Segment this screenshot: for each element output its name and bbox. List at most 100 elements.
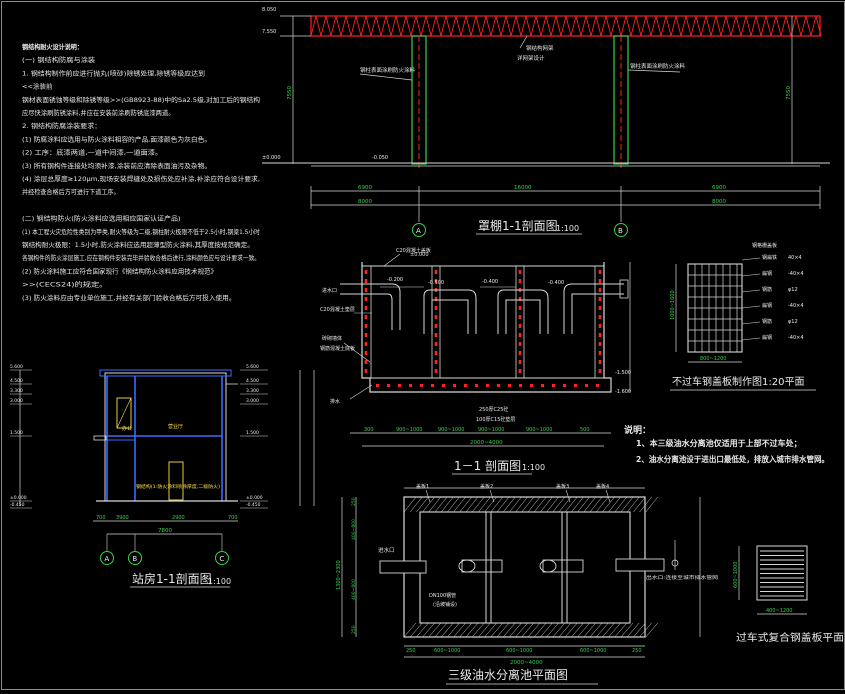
station-dim: 700 xyxy=(96,515,106,521)
note-line: 钢结构耐火设计说明： xyxy=(22,42,83,51)
station-elev-left: 1.500 xyxy=(10,430,23,436)
plan-left-dim: 250 xyxy=(351,497,357,506)
note-line: (1) 本工程火灾危险性类别为甲类,耐火等级为二级,钢柱耐火极限不低于2.5小时… xyxy=(22,227,261,236)
tank-dim: 500 xyxy=(580,427,590,433)
note-line: (1) 防腐涂料应选用与防火涂料相容的产品,面漆颜色为灰白色。 xyxy=(22,134,211,143)
outlet-flange xyxy=(619,279,629,299)
cover-label: 扁钢 xyxy=(762,270,772,277)
car-dim-w: 400~1200 xyxy=(766,608,792,614)
tank-elev-1: ±0.000 xyxy=(410,252,429,258)
canopy-annot-left: 钢柱表面涂刷防火涂料 xyxy=(360,66,416,74)
car-dim-h: 600~1000 xyxy=(733,562,739,588)
station-elev-right: 5.600 xyxy=(246,364,259,370)
tank-elev-2: -0.200 xyxy=(387,277,403,283)
note-line: <<涂装前 xyxy=(22,82,53,91)
plan-inlet: 进水口 xyxy=(378,546,395,554)
station-elev-left: 3.300 xyxy=(10,388,23,394)
cover-title: 不过车钢盖板制作图1:20平面 xyxy=(672,375,804,388)
remarks-item-2: 2、油水分离池设于进出口最低处，排放入城市排水管网。 xyxy=(636,454,829,464)
cover-leader xyxy=(383,253,401,267)
station-elev-left: ±0.000 xyxy=(10,495,27,501)
cover-spec: φ12 xyxy=(788,287,798,293)
canopy-dim-h2: 7550 xyxy=(786,86,792,100)
tank-elev-5: -0.400 xyxy=(548,280,564,286)
note-line: 钢材表面锈蚀等级和除锈等级>>(GB8923-88)中的Sa2.5级,对加工后的… xyxy=(22,95,260,104)
station-elev-left: 3.000 xyxy=(10,398,23,404)
station-elev-right: ±0.000 xyxy=(246,495,263,501)
station-dim: 2900 xyxy=(172,515,185,521)
canopy-axis-a-bubble xyxy=(412,223,426,237)
note-line: 2. 钢结构防腐涂装要求： xyxy=(22,121,101,130)
tank-elev-4: -0.500 xyxy=(428,280,444,286)
base-leader xyxy=(343,342,371,363)
plan-lid-label: 盖板3 xyxy=(556,483,569,490)
plan-dim-total: 2000~4000 xyxy=(510,660,543,666)
station-axis-label: A xyxy=(104,555,109,563)
cover-spec: -40×4 xyxy=(788,271,804,277)
cover-label: 钢筋 xyxy=(762,286,772,293)
tank-section-scale: 1:100 xyxy=(522,463,545,472)
station-elev-left: 5.600 xyxy=(10,364,23,370)
plan-outlet-note: 出水口:连接至城市排水管网 xyxy=(646,574,719,581)
plan-lid-label: 盖板4 xyxy=(596,483,609,490)
plan-title: 三级油水分离池平面图 xyxy=(448,667,568,682)
tank-label-cushion2: 100厚C15砼垫层 xyxy=(476,416,515,423)
canopy-elev-zero: ±0.000 xyxy=(262,155,281,161)
plan-left-dim: 400~800 xyxy=(351,519,357,540)
u-pipe-1 xyxy=(423,289,477,334)
note-line: (2) 工序：底漆两道,一道中间漆,一道面漆。 xyxy=(22,148,162,157)
note-line: >>(CECS24)的规定。 xyxy=(22,280,107,289)
tank-label-cover: C20混凝土盖板 xyxy=(396,247,431,254)
note-line: (一) 钢结构防腐与涂装 xyxy=(22,55,96,64)
tank-dim: 900~1000 xyxy=(396,427,422,433)
canopy-elev-eave: 7.550 xyxy=(262,29,276,35)
plan-left-dim: 400~800 xyxy=(351,579,357,600)
cover-label: 扁钢 xyxy=(762,302,772,309)
plan-lid-label: 盖板2 xyxy=(480,483,493,490)
cover-spec: -40×4 xyxy=(788,335,804,341)
station-elev-right: 4.500 xyxy=(246,378,259,384)
station-room-2: 营业厅 xyxy=(168,423,183,430)
station-canopy-stub xyxy=(93,435,107,441)
station-room-1: 办公 xyxy=(122,425,132,432)
tank-label-cushion: C20混凝土垫层 xyxy=(320,306,355,313)
u-pipe-2 xyxy=(497,289,549,334)
station-elev-right: 1.500 xyxy=(246,430,259,436)
plan-dim: 600~1000 xyxy=(580,648,606,654)
tank-label-slab: 250厚C25砼 xyxy=(479,406,508,413)
plan-pipe-2 xyxy=(539,559,557,573)
canopy-axis-b: B xyxy=(618,227,623,235)
canopy-dim-right-cant: 6900 xyxy=(712,185,726,191)
tank-elev-7: -1.600 xyxy=(615,389,631,395)
note-line: 各钢构件的防火涂层施工,应在钢构件安装完毕并验收合格后进行,涂料颜色应与设计要求… xyxy=(22,253,260,262)
station-elev-left: -0.450 xyxy=(10,502,25,508)
canopy-dim-right: 8000 xyxy=(712,199,726,205)
tank-dim: 300 xyxy=(364,427,374,433)
floor-leader xyxy=(349,384,373,400)
canopy-dim-left-cant: 6900 xyxy=(358,185,372,191)
plan-outlet-pipe xyxy=(615,558,665,572)
station-elev-right: 3.000 xyxy=(246,398,259,404)
cover-grate-bars xyxy=(688,264,742,352)
station-window xyxy=(116,397,132,429)
plan-dim: 600~1000 xyxy=(506,648,532,654)
plan-lid-label: 盖板1 xyxy=(416,483,429,490)
plan-pipe-1 xyxy=(458,559,476,573)
cover-label: 钢筋 xyxy=(762,318,772,325)
cover-spec: φ12 xyxy=(788,319,798,325)
tank-elev-6: -1.500 xyxy=(615,370,631,376)
note-line: (3) 所有钢构件连接处均须补漆,涂装前应清除表面油污及杂物。 xyxy=(22,161,211,170)
tank-partition-2 xyxy=(515,265,525,379)
plan-lid-labels: 盖板1 盖板2 盖板3 盖板4 xyxy=(416,483,611,503)
station-axis-label: C xyxy=(219,555,224,563)
station-outline xyxy=(104,372,227,502)
canopy-section: 8.050 7.550 ±0.000 -0.050 钢结构网架 详网架设计 钢柱… xyxy=(262,7,830,237)
canopy-elev-bottom: -0.050 xyxy=(372,155,388,161)
